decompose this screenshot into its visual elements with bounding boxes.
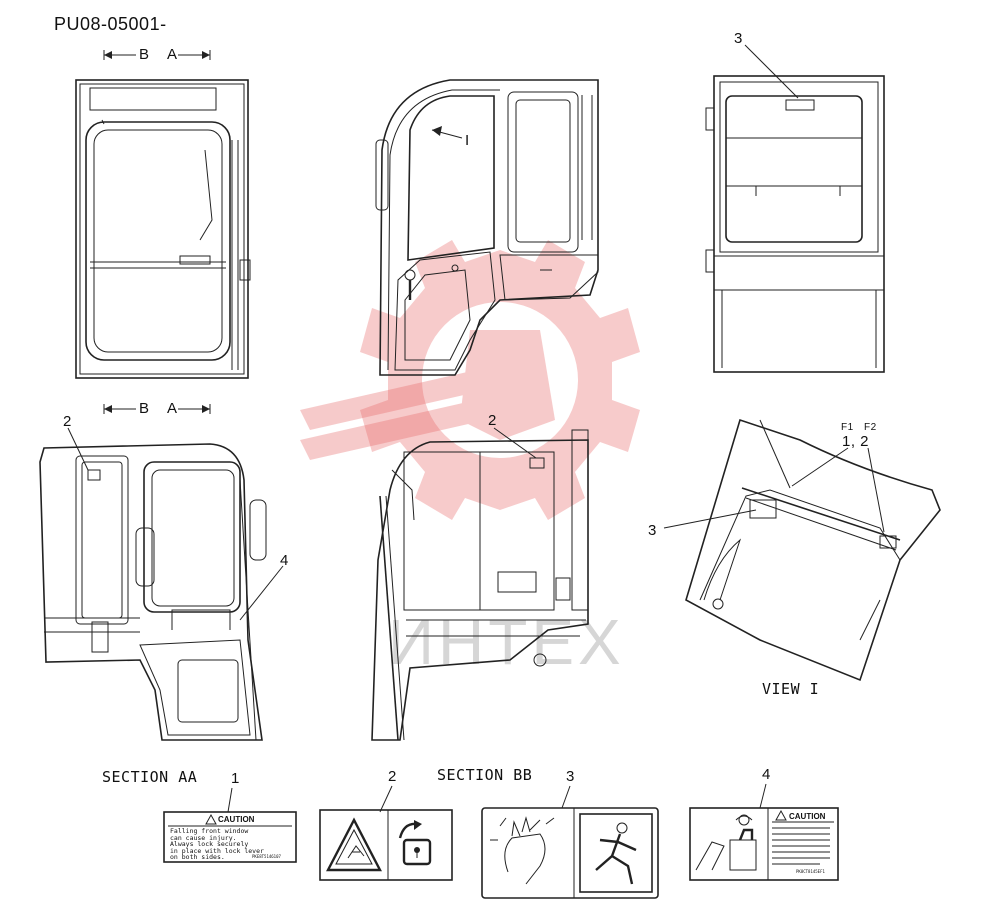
view-i-drawing (663, 418, 941, 682)
section-arrows (103, 50, 211, 414)
side-view-drawing (375, 79, 599, 376)
decal-1-warning-text: Falling front window can cause injury. A… (170, 827, 264, 861)
decal-2-drawing (319, 785, 453, 881)
callout-3-view-i: 3 (648, 522, 657, 539)
decal-4-drawing (689, 783, 839, 881)
decal-3-drawing (481, 785, 659, 899)
callout-3-rear: 3 (734, 30, 743, 47)
caption-section-bb: SECTION BB (437, 766, 533, 784)
callout-3-decal: 3 (566, 768, 575, 785)
callout-4-decal: 4 (762, 766, 771, 783)
decal-4-code: PK8CT8145EF1 (796, 869, 825, 874)
part-number: PU08-05001- (54, 14, 167, 34)
callout-4-section-aa: 4 (280, 552, 289, 569)
callout-1-decal: 1 (231, 770, 240, 787)
callout-1-2-view-i: 1, 2 (842, 433, 870, 450)
caption-view-i: VIEW I (762, 680, 820, 698)
section-marker-b-mid: B (139, 400, 150, 417)
callout-2-decal: 2 (388, 768, 397, 785)
decal-1-caution-header: CAUTION (218, 815, 255, 824)
label-f1: F1 (841, 422, 854, 433)
rear-view-drawing (705, 44, 885, 373)
callout-2-section-aa: 2 (63, 413, 72, 430)
section-aa-drawing (39, 427, 284, 741)
front-view-drawing (75, 79, 251, 379)
callout-2-section-bb: 2 (488, 412, 497, 429)
decal-1-code: PKE8T5146107 (252, 854, 281, 859)
section-bb-drawing (371, 427, 589, 741)
section-marker-a-mid: A (167, 400, 178, 417)
label-f2: F2 (864, 422, 877, 433)
section-marker-b-top: B (139, 46, 150, 63)
section-marker-a-top: A (167, 46, 178, 63)
caption-section-aa: SECTION AA (102, 768, 198, 786)
decal-4-caution-header: CAUTION (789, 812, 826, 821)
decal-1-drawing (163, 787, 297, 863)
view-arrow-label-i: I (465, 132, 470, 149)
